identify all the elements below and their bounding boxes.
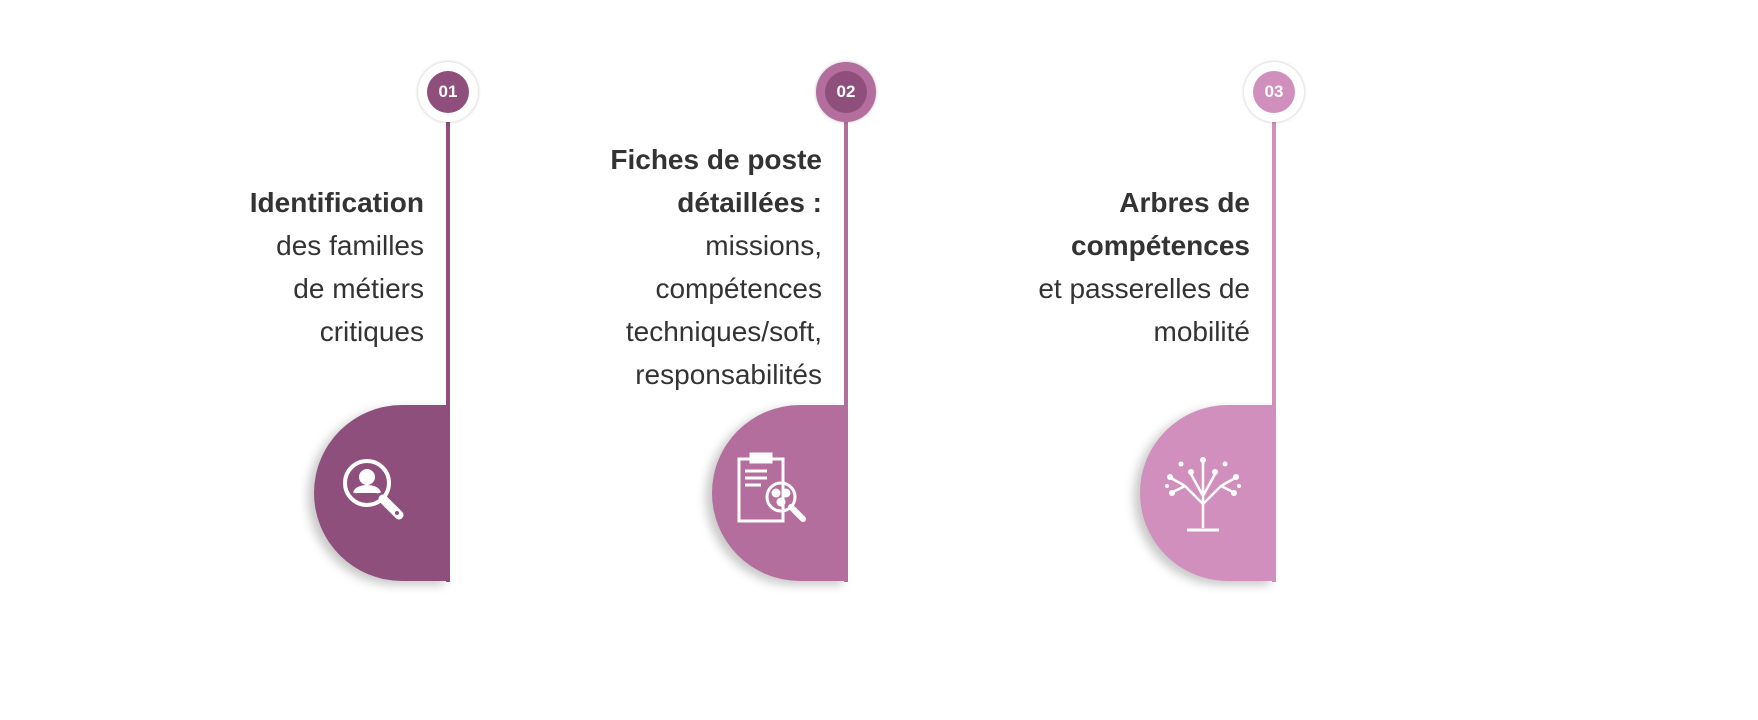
step-number: 01 [427,71,469,113]
search-user-icon [343,459,404,520]
step-badge: 02 [816,62,876,122]
step-line: mobilité [1153,316,1250,347]
step-badge: 01 [418,62,478,122]
connector-line [446,100,450,582]
step-line: techniques/soft, [625,316,822,347]
icon-disc [1140,405,1276,581]
icon-disc [314,405,450,581]
step-number: 02 [825,71,867,113]
tree-network-icon [1165,457,1241,532]
step-title: Fiches de poste [610,144,822,175]
connector-line [1272,100,1276,582]
step-line: de métiers [293,273,424,304]
step-title: compétences [1071,230,1250,261]
step-text: Arbres de compétences et passerelles de … [930,181,1250,353]
step-line: des familles [276,230,424,261]
step-title: Identification [249,187,424,218]
connector-line [844,100,848,582]
step-line: et passerelles de [1038,273,1250,304]
step-text: Identification des familles de métiers c… [104,181,424,353]
step-text: Fiches de poste détaillées : missions, c… [502,138,822,396]
step-number: 03 [1253,71,1295,113]
step-title: détaillées : [677,187,822,218]
step-line: missions, [705,230,822,261]
step-badge: 03 [1244,62,1304,122]
clipboard-search-icon [737,452,806,523]
icon-disc [712,405,848,581]
step-line: responsabilités [635,359,822,390]
step-line: critiques [319,316,424,347]
step-title: Arbres de [1119,187,1250,218]
step-line: compétences [655,273,822,304]
